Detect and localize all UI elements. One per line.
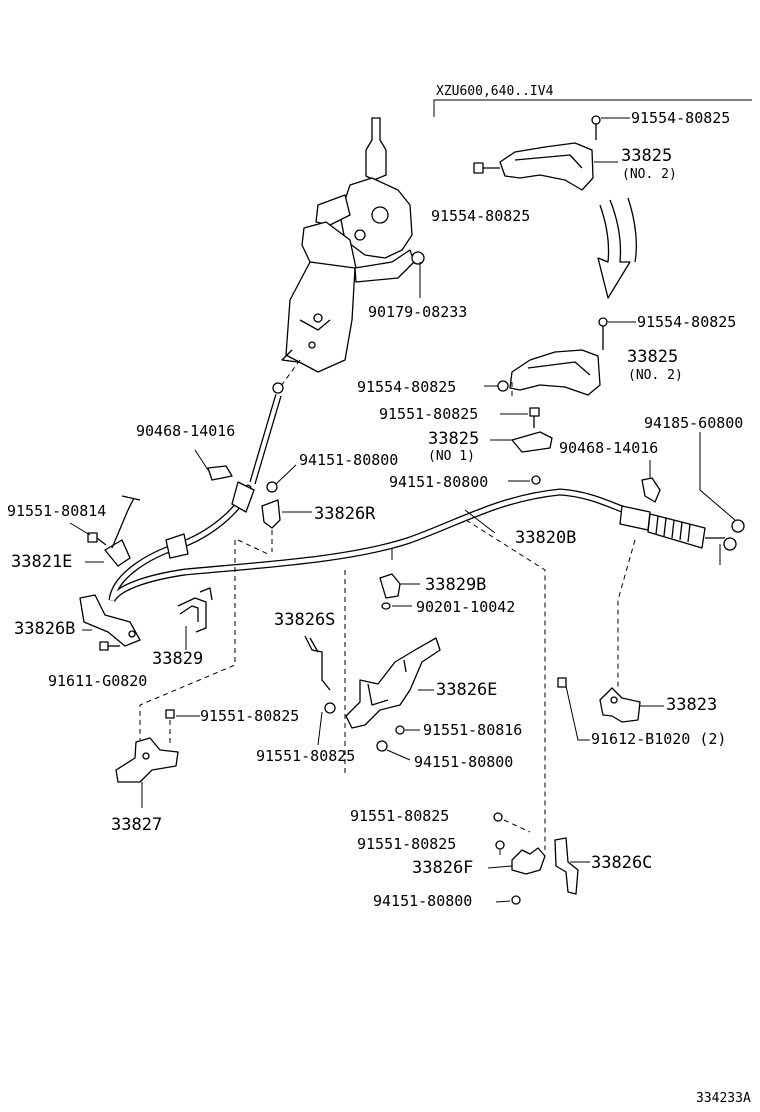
label-90468-left: 90468-14016	[136, 422, 235, 440]
bolt-91612	[557, 677, 567, 688]
shift-lever-assembly	[281, 117, 425, 373]
label-94151-a: 94151-80800	[299, 451, 398, 469]
label-33829: 33829	[152, 649, 203, 669]
label-90201: 90201-10042	[416, 598, 515, 616]
label-91554-top: 91554-80825	[631, 109, 730, 127]
label-33826E: 33826E	[436, 680, 497, 700]
arrow-icon	[597, 197, 637, 299]
bracket-33826R	[261, 499, 281, 529]
label-33826B: 33826B	[14, 619, 75, 639]
nut-94151-left	[266, 481, 278, 493]
clamp-33829	[177, 587, 213, 633]
cable-rod-upper	[249, 382, 284, 485]
label-91551-d: 91551-80825	[350, 807, 449, 825]
variant-bracket: XZU600,640..IV4	[433, 84, 752, 117]
label-91612: 91612-B1020 (2)	[591, 730, 726, 748]
bracket-33826S	[304, 635, 331, 691]
clip-90468-left	[207, 465, 233, 481]
label-91551-80814: 91551-80814	[7, 502, 106, 520]
label-33825-mid: 33825	[627, 347, 678, 367]
label-91611: 91611-G0820	[48, 672, 147, 690]
bracket-33825-no2-mid	[497, 317, 608, 400]
label-94185: 94185-60800	[644, 414, 743, 432]
bolt-91551-80816	[395, 725, 405, 735]
label-33827: 33827	[111, 815, 162, 835]
label-91554-mid-left: 91554-80825	[357, 378, 456, 396]
label-91554-mid: 91554-80825	[637, 313, 736, 331]
label-33825-no1: 33825	[428, 429, 479, 449]
bracket-33821E	[87, 495, 141, 567]
nut-94151-mid	[376, 740, 388, 752]
label-33826R: 33826R	[314, 504, 376, 524]
nut-94151-upper	[531, 475, 541, 485]
clip-90468-right	[641, 477, 661, 503]
label-94151-b: 94151-80800	[389, 473, 488, 491]
shift-cable-33820B[interactable]	[108, 481, 737, 602]
clip-33825-no1	[511, 431, 553, 453]
label-33820B: 33820B	[515, 528, 576, 548]
variant-note: XZU600,640..IV4	[436, 84, 554, 99]
bolt-91551-33826S	[324, 702, 336, 714]
bracket-33826C	[554, 837, 579, 895]
label-33826C: 33826C	[591, 853, 652, 873]
label-91551-c: 91551-80825	[256, 747, 355, 765]
label-91551-a: 91551-80825	[379, 405, 478, 423]
label-33826S: 33826S	[274, 610, 335, 630]
label-33821E: 33821E	[11, 552, 72, 572]
figure-id: 334233A	[696, 1091, 751, 1106]
label-90179: 90179-08233	[368, 303, 467, 321]
label-94151-d: 94151-80800	[373, 892, 472, 910]
bracket-33825-no2-top	[473, 115, 601, 191]
bracket-33823	[599, 687, 641, 723]
label-33826F: 33826F	[412, 858, 473, 878]
label-no2-mid: (NO. 2)	[628, 368, 683, 383]
bracket-33826E	[345, 637, 441, 729]
label-94151-c: 94151-80800	[414, 753, 513, 771]
label-90468-right: 90468-14016	[559, 439, 658, 457]
nut-94185	[699, 432, 745, 533]
label-33829B: 33829B	[425, 575, 486, 595]
bracket-33826B	[79, 594, 141, 647]
bolt-91551-upper	[529, 407, 540, 428]
bolt-91611	[99, 641, 109, 651]
label-33825-top: 33825	[621, 146, 672, 166]
bracket-33826F	[493, 812, 546, 905]
label-no1: (NO 1)	[428, 449, 475, 464]
label-91551-b: 91551-80825	[200, 707, 299, 725]
label-91551-80816: 91551-80816	[423, 721, 522, 739]
label-91551-e: 91551-80825	[357, 835, 456, 853]
label-no2-top: (NO. 2)	[622, 167, 677, 182]
label-33823: 33823	[666, 695, 717, 715]
clamp-33829B	[379, 573, 401, 610]
bracket-33827	[115, 709, 179, 783]
label-91554-left-top: 91554-80825	[431, 207, 530, 225]
